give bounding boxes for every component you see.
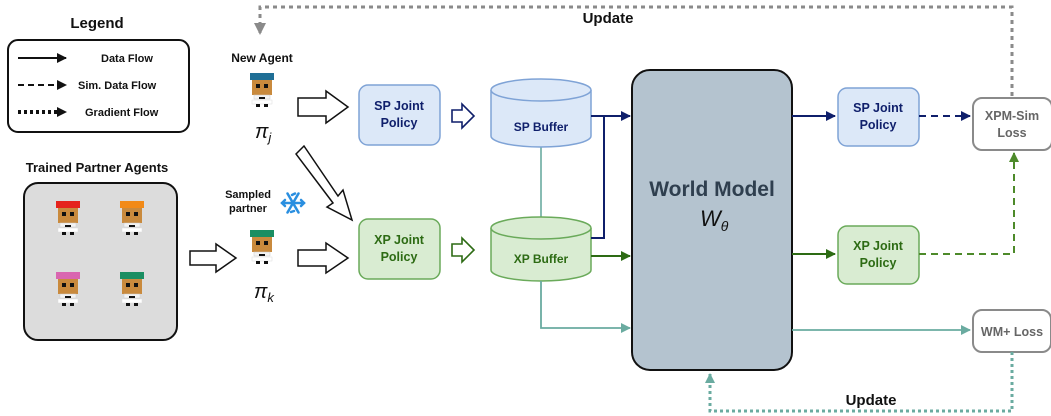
trained-partners-box — [23, 182, 178, 341]
sampled-partner-label-line1: Sampled — [225, 189, 271, 201]
legend-item-data-flow: Data Flow — [101, 53, 153, 65]
sampled-partner-policy-symbol: πk — [254, 281, 275, 305]
trained-partner-green — [119, 271, 145, 307]
xp-policy-to-buffer-arrow — [451, 236, 476, 264]
sp-joint-policy-out-box — [837, 87, 920, 147]
sp-joint-policy-out-line2: Policy — [860, 118, 897, 132]
xp-buffer-label: XP Buffer — [514, 252, 569, 266]
legend-box — [7, 39, 190, 133]
xp-buffer-to-world-teal-arrow — [540, 281, 631, 333]
sp-buffer-cylinder — [490, 78, 592, 148]
xp-joint-policy-out-line1: XP Joint — [853, 239, 904, 253]
sampled-partner-pi: π — [254, 281, 268, 303]
sampled-partner-icon — [249, 229, 275, 265]
world-model-box — [631, 69, 793, 371]
sampled-partner-subscript: k — [267, 290, 275, 305]
top-update-arrow — [254, 5, 1014, 120]
world-model-title: World Model — [649, 178, 775, 201]
new-agent-subscript: j — [266, 130, 272, 145]
sp-joint-policy-out-line1: SP Joint — [853, 101, 904, 115]
xp-joint-policy-box — [358, 218, 441, 280]
new-agent-pi: π — [255, 121, 269, 143]
new-agent-label: New Agent — [231, 51, 293, 65]
trained-partner-red — [55, 200, 81, 236]
bottom-update-arrow — [705, 352, 1014, 413]
new-agent-policy-symbol: πj — [255, 121, 272, 145]
xp-joint-policy-line2: Policy — [381, 250, 418, 264]
wm-loss-label: WM+ Loss — [981, 325, 1043, 339]
xp-joint-policy-out-box — [837, 225, 920, 285]
legend-item-sim-data-flow: Sim. Data Flow — [78, 80, 157, 92]
sp-buffer-label: SP Buffer — [514, 120, 569, 134]
new-agent-to-sp-policy-arrow — [297, 89, 350, 125]
bottom-update-label: Update — [846, 392, 897, 409]
sp-joint-policy-line1: SP Joint — [374, 99, 425, 113]
sp-joint-policy-box — [358, 84, 441, 146]
sp-policy-to-buffer-arrow — [451, 102, 476, 130]
xp-buffer-cylinder — [490, 216, 592, 282]
xpm-sim-loss-line2: Loss — [997, 126, 1026, 140]
legend-item-gradient-flow: Gradient Flow — [85, 107, 159, 119]
xpm-sim-loss-line1: XPM-Sim — [985, 109, 1039, 123]
xp-joint-policy-out-line2: Policy — [860, 256, 897, 270]
sampled-partner-label-line2: partner — [229, 203, 268, 215]
snowflake-icon — [280, 192, 306, 214]
world-model-theta: θ — [721, 218, 729, 234]
partners-to-sampled-arrow — [189, 242, 238, 274]
world-model-w: W — [700, 206, 723, 231]
xp-buffer-to-world-navy-arrow — [591, 116, 605, 239]
new-agent-to-xp-policy-arrow — [295, 144, 354, 222]
sp-joint-policy-line2: Policy — [381, 116, 418, 130]
world-model-symbol: Wθ — [700, 206, 729, 234]
legend-title: Legend — [70, 15, 123, 32]
new-agent-icon — [249, 72, 275, 108]
sampled-to-xp-policy-arrow — [297, 241, 350, 275]
xpm-sim-loss-box — [972, 97, 1051, 151]
top-update-label: Update — [583, 10, 634, 27]
xp-joint-policy-line1: XP Joint — [374, 233, 425, 247]
trained-partner-orange — [119, 200, 145, 236]
trained-partners-title: Trained Partner Agents — [26, 160, 169, 175]
trained-partner-pink — [55, 271, 81, 307]
xp-out-to-xpm-loss-arrow — [919, 152, 1019, 255]
